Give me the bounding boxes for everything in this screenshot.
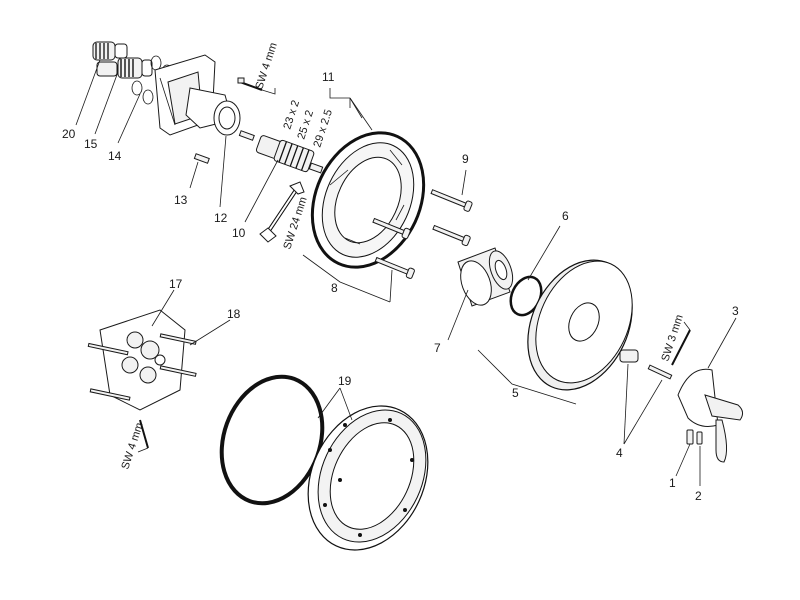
hex-key-sw4-left-icon	[137, 419, 149, 453]
small-screw	[238, 130, 255, 141]
callout-14: 14	[108, 149, 122, 163]
set-screw-part-1	[686, 429, 694, 445]
callout-5: 5	[512, 386, 519, 400]
tool-label-sw4-top: SW 4 mm	[253, 41, 279, 91]
callout-11: 11	[322, 70, 335, 84]
callout-17: 17	[169, 277, 183, 291]
callout-18: 18	[227, 307, 241, 321]
tool-label-sw4-left: SW 4 mm	[119, 421, 145, 471]
callout-10: 10	[232, 226, 246, 240]
callout-7: 7	[434, 341, 441, 355]
thermostat-cartridge-part-10	[255, 135, 324, 174]
leader-lines	[75, 59, 737, 486]
oring-size-label: 25 x 2	[295, 109, 316, 141]
callout-2: 2	[695, 489, 702, 503]
callout-3: 3	[732, 304, 739, 318]
tool-label-sw3: SW 3 mm	[659, 313, 685, 363]
callout-20: 20	[62, 127, 76, 141]
callout-19: 19	[338, 374, 352, 388]
check-valve-part-15	[96, 57, 153, 79]
adapter-ring-part-12	[213, 100, 241, 136]
installation-frame-part-19	[307, 405, 429, 551]
callout-9: 9	[462, 152, 469, 166]
callout-1: 1	[669, 476, 676, 490]
callout-15: 15	[84, 137, 98, 151]
lever-handle-part-3	[677, 368, 744, 463]
extension-sleeve-part-7	[457, 247, 514, 307]
callout-12: 12	[214, 211, 228, 225]
long-screws-part-9	[372, 189, 473, 279]
screw-part-13	[193, 153, 210, 164]
callout-8: 8	[331, 281, 338, 295]
callout-13: 13	[174, 193, 188, 207]
screws-part-18	[87, 333, 197, 401]
cap-part-2	[696, 431, 703, 445]
check-valve-part-20	[92, 41, 128, 61]
callout-6: 6	[562, 209, 569, 223]
hex-key-sw3-icon	[671, 321, 691, 366]
wrench-sw24-icon	[259, 181, 305, 243]
spindle-adapter-part-4	[619, 349, 673, 380]
callout-4: 4	[616, 446, 623, 460]
hex-key-top-icon	[237, 77, 276, 95]
cover-plate-part-5	[527, 259, 633, 391]
